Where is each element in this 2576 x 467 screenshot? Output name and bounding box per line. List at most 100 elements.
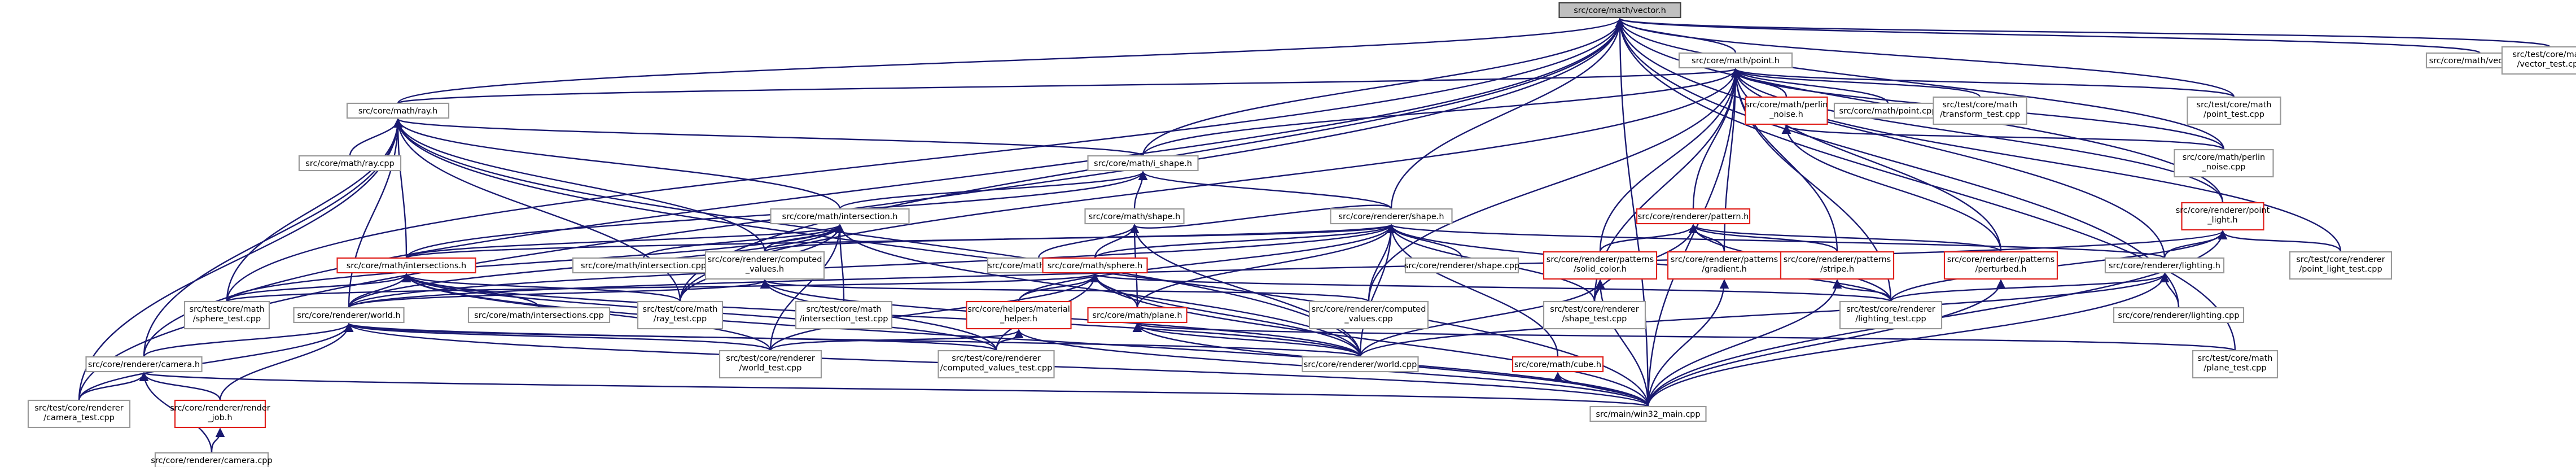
node-label: /shape_test.cpp (1562, 315, 1627, 324)
graph-node[interactable]: src/core/math/ray.h (346, 102, 450, 119)
dependency-edge (226, 273, 411, 302)
dependency-edge (1599, 68, 1741, 252)
node-box (1087, 155, 1199, 172)
graph-node[interactable]: src/core/renderer/lighting.cpp (2113, 307, 2245, 324)
graph-node[interactable]: src/core/math/plane.h (1087, 307, 1188, 324)
graph-node[interactable]: src/core/math/i_shape.h (1087, 155, 1199, 172)
graph-node[interactable]: src/core/renderer/pattern.h (1636, 208, 1751, 225)
graph-node[interactable]: src/core/renderer/patterns/gradient.h (1667, 251, 1782, 280)
node-box (2113, 307, 2245, 324)
graph-node[interactable]: src/core/math/sphere.h (1042, 257, 1148, 274)
graph-node[interactable]: src/core/renderer/shape.h (1330, 208, 1453, 225)
graph-node[interactable]: src/core/math/shape.h (1084, 208, 1185, 225)
graph-node[interactable]: src/core/math/intersections.h (336, 257, 476, 274)
dependency-edge (1890, 273, 2170, 302)
graph-node[interactable]: src/test/core/math/plane_test.cpp (2192, 350, 2279, 379)
graph-node[interactable]: src/core/helpers/material_helper.h (966, 300, 1072, 330)
graph-node[interactable]: src/test/core/math/ray_test.cpp (637, 300, 724, 330)
graph-node[interactable]: src/test/core/renderer/world_test.cpp (719, 350, 822, 379)
dependency-edge (393, 118, 681, 302)
node-box (1512, 356, 1604, 373)
dependency-edge (393, 118, 408, 259)
node-label: src/core/renderer/patterns (1547, 255, 1654, 264)
node-label: src/test/core/math (2513, 50, 2576, 59)
node-label: /ray_test.cpp (654, 315, 707, 324)
graph-node[interactable]: src/core/renderer/render_job.h (170, 399, 270, 429)
node-label: /point_light_test.cpp (2299, 265, 2382, 274)
node-label: src/main/win32_main.cpp (1596, 410, 1700, 419)
dependency-edge (143, 322, 354, 357)
graph-node[interactable]: src/core/math/cube.h (1512, 356, 1604, 373)
graph-node[interactable]: src/test/core/math/vector_test.cpp (2501, 46, 2576, 75)
node-label: /stripe.h (1820, 265, 1854, 274)
graph-node[interactable]: src/core/renderer/world.h (293, 307, 405, 324)
node-label: src/core/renderer/lighting.h (2109, 261, 2220, 270)
node-label: src/core/math/point.cpp (1839, 107, 1937, 116)
node-label: src/core/renderer/computed (708, 255, 822, 264)
graph-node[interactable]: src/core/renderer/computed_values.cpp (1308, 300, 1429, 330)
dependency-edge (401, 273, 681, 302)
graph-node[interactable]: src/test/core/renderer/lighting_test.cpp (1839, 300, 1943, 330)
graph-node[interactable]: src/core/math/ray.cpp (298, 155, 402, 172)
dependency-edge (642, 224, 845, 259)
dependency-edge (140, 372, 1649, 408)
node-label: src/core/math/perlin (2183, 153, 2265, 162)
dependency-edge (393, 118, 841, 210)
node-box (85, 356, 203, 373)
node-box (346, 102, 450, 119)
graph-node[interactable]: src/core/math/perlin_noise.cpp (2174, 149, 2274, 178)
graph-node[interactable]: src/core/renderer/point_light.h (2176, 202, 2270, 231)
graph-node[interactable]: src/core/renderer/camera.cpp (151, 452, 273, 467)
dependency-edge (1368, 224, 1396, 302)
dependency-edge (1688, 224, 1838, 252)
dependency-edge (405, 224, 1396, 259)
node-label: /solid_color.h (1574, 265, 1627, 274)
dependency-edge (78, 322, 354, 401)
node-label: src/core/renderer/point (2176, 206, 2270, 215)
graph-node[interactable]: src/test/core/math/point_test.cpp (2187, 96, 2281, 125)
graph-node[interactable]: src/core/renderer/computed_values.h (704, 251, 825, 280)
graph-node[interactable]: src/test/core/renderer/camera_test.cpp (27, 399, 131, 429)
graph-node[interactable]: src/core/renderer/patterns/solid_color.h (1543, 251, 1658, 280)
graph-node[interactable]: src/core/renderer/world.cpp (1302, 356, 1419, 373)
dependency-edge (1688, 224, 2002, 252)
graph-node[interactable]: src/core/renderer/lighting.h (2104, 257, 2225, 274)
graph-node[interactable]: src/test/core/renderer/shape_test.cpp (1543, 300, 1646, 330)
node-box (1678, 52, 1793, 69)
graph-node[interactable]: src/core/renderer/shape.cpp (1404, 257, 1519, 274)
graph-node[interactable]: src/test/core/renderer/computed_values_t… (937, 350, 1055, 379)
node-label: src/test/core/math (2198, 354, 2273, 363)
node-box (719, 350, 822, 379)
graph-node[interactable]: src/test/core/renderer/point_light_test.… (2289, 251, 2393, 280)
graph-node[interactable]: src/core/math/intersection.cpp (572, 257, 715, 274)
node-box (1302, 356, 1419, 373)
node-label: /transform_test.cpp (1940, 110, 2020, 119)
dependency-edge (1615, 18, 2551, 48)
graph-node[interactable]: src/core/math/perlin_noise.h (1745, 96, 1828, 125)
node-label: src/core/helpers/material (967, 305, 1070, 314)
graph-node[interactable]: src/core/math/intersection.h (770, 208, 910, 225)
graph-node[interactable]: src/core/math/point.h (1678, 52, 1793, 69)
dependency-edge (1359, 273, 2170, 357)
dependency-edge (226, 224, 845, 302)
dependency-edge (405, 224, 844, 259)
graph-node[interactable]: src/test/core/math/intersection_test.cpp (795, 300, 893, 330)
graph-node[interactable]: src/main/win32_main.cpp (1589, 405, 1707, 422)
dependency-edge (1094, 224, 1396, 259)
graph-node[interactable]: src/core/math/vector.h (1558, 2, 1681, 19)
graph-node[interactable]: src/core/math/point.cpp (1833, 102, 1943, 119)
graph-node[interactable]: src/test/core/math/sphere_test.cpp (183, 300, 270, 330)
node-box (2174, 149, 2274, 178)
node-box (467, 307, 611, 324)
dependency-edge (1615, 18, 2235, 98)
graph-node[interactable]: src/core/renderer/patterns/perturbed.h (1943, 251, 2058, 280)
graph-node[interactable]: src/test/core/math/transform_test.cpp (1933, 96, 2027, 125)
dependency-edge (1615, 18, 2225, 150)
node-label: src/core/math/intersection.h (782, 212, 898, 221)
graph-node[interactable]: src/core/math/intersections.cpp (467, 307, 611, 324)
node-box (336, 257, 476, 274)
graph-node[interactable]: src/core/renderer/patterns/stripe.h (1780, 251, 1895, 280)
graph-node[interactable]: src/core/renderer/camera.h (85, 356, 203, 373)
node-box (174, 399, 266, 429)
